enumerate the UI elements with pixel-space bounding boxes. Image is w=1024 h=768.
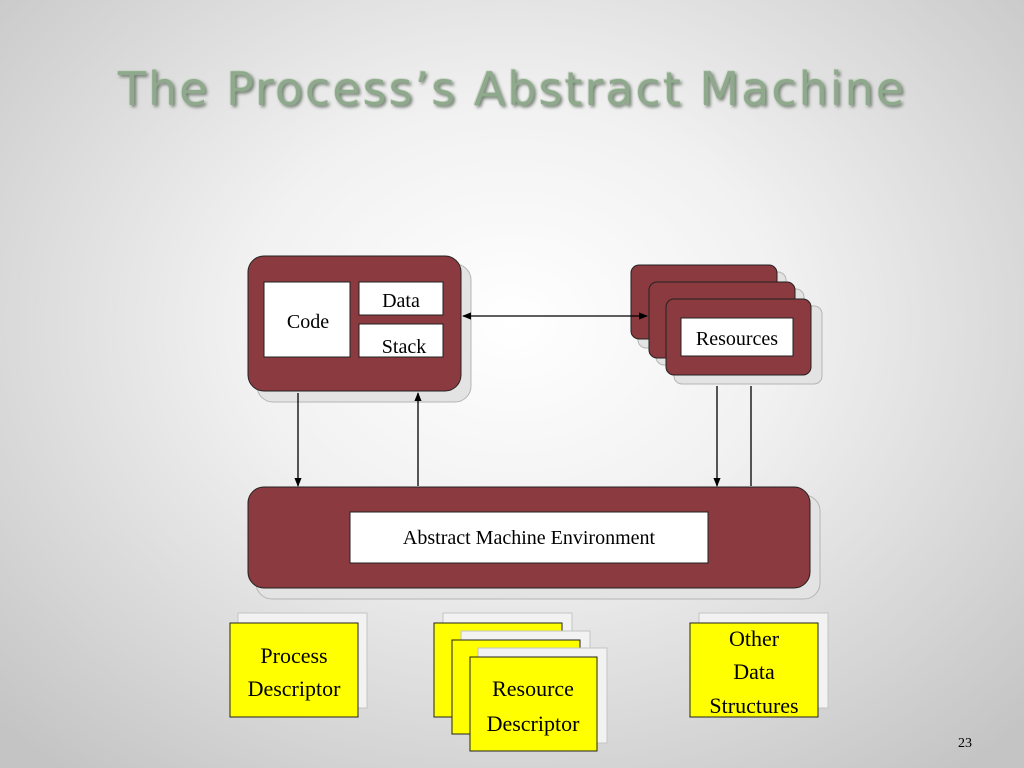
data-box: [358, 281, 444, 316]
environment-box: [349, 511, 709, 564]
process-descriptor: Process Descriptor: [229, 612, 368, 718]
data-label: Data: [382, 290, 420, 312]
stack-box: [358, 323, 444, 358]
page-number: 23: [958, 736, 972, 751]
environment-block: Abstract Machine Environment: [247, 486, 821, 600]
resources-stack: Resources: [630, 264, 823, 385]
connectors: [294, 312, 752, 487]
slide-title: The Process’s Abstract Machine: [117, 62, 907, 116]
process-descriptor-line2: Descriptor: [248, 676, 342, 701]
process-descriptor-line1: Process: [260, 643, 327, 668]
other-line2: Data: [733, 659, 775, 684]
environment-label: Abstract Machine Environment: [403, 527, 656, 549]
stack-label: Stack: [382, 336, 426, 358]
resources-box: [680, 317, 794, 357]
process-block: Code Data Stack: [247, 255, 472, 403]
resource-descriptor-line2: Descriptor: [487, 711, 581, 736]
code-label: Code: [287, 311, 329, 333]
other-line1: Other: [729, 626, 780, 651]
other-line3: Structures: [709, 693, 798, 718]
resource-descriptor-line1: Resource: [492, 676, 574, 701]
resources-label: Resources: [696, 328, 778, 350]
code-box: [263, 281, 351, 358]
other-data-structures: Other Data Structures: [689, 612, 829, 718]
resource-descriptor-stack: Resource Descriptor: [433, 612, 608, 752]
